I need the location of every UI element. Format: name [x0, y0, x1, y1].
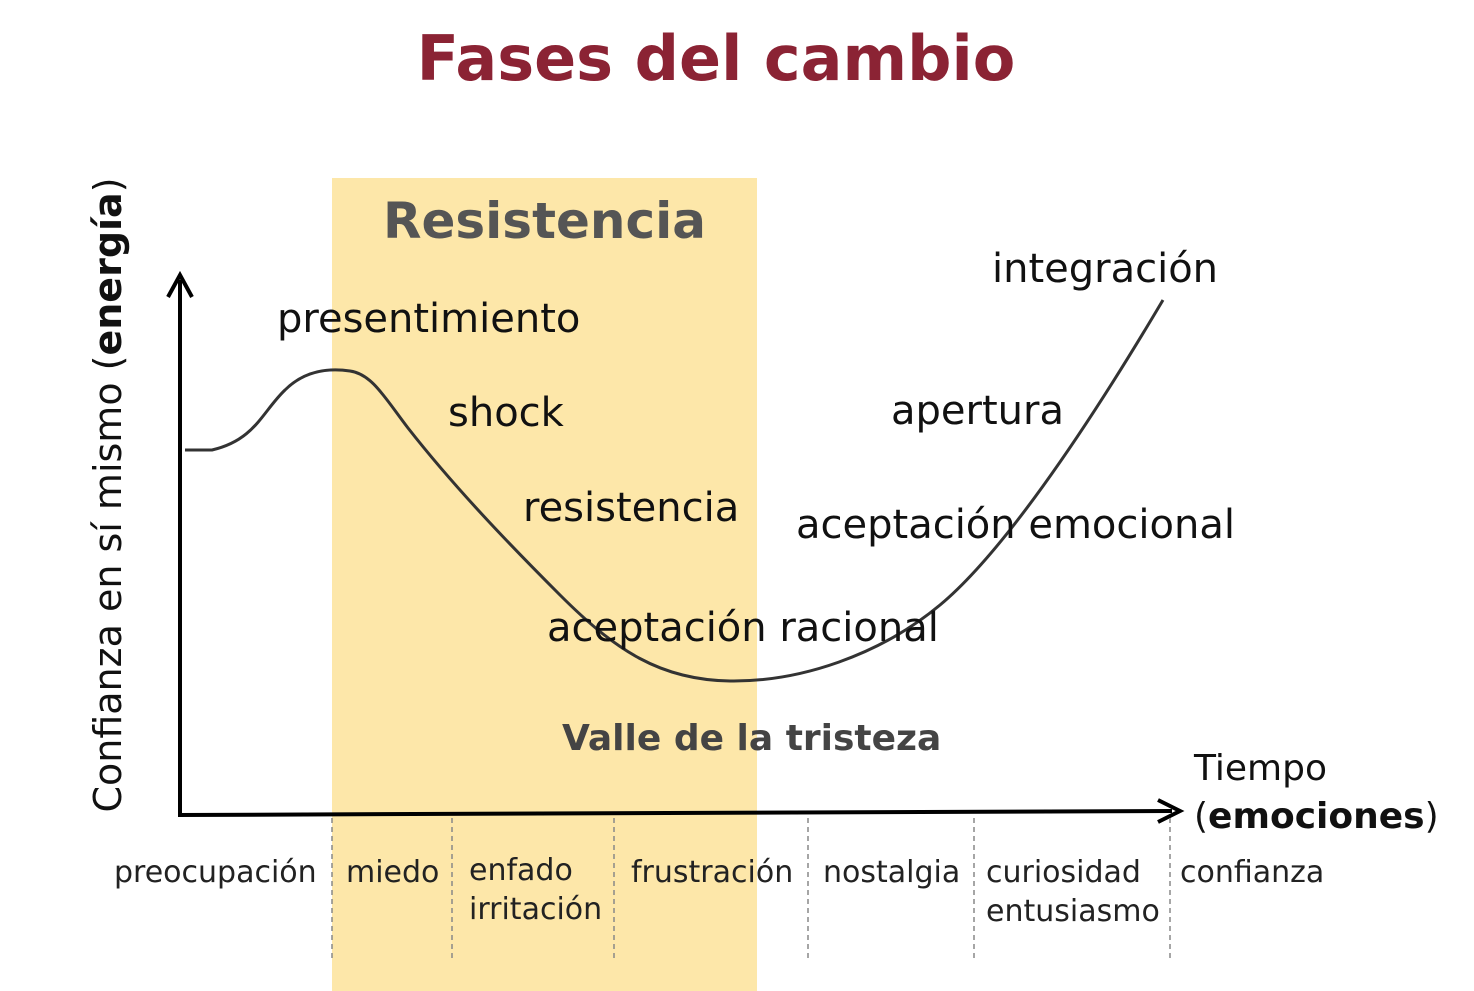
change-curve — [185, 299, 1165, 683]
emotion-label: miedo — [346, 855, 440, 890]
x-axis-label-line2: (emociones) — [1194, 796, 1439, 837]
resistance-band-title: Resistencia — [383, 192, 706, 250]
x-axis-label: Tiempo (emociones) — [1194, 745, 1439, 841]
y-axis-arrow-icon — [166, 270, 194, 298]
x-axis-line — [177, 809, 1173, 817]
emotion-label: preocupación — [114, 855, 317, 890]
stage-shock: shock — [448, 390, 564, 436]
stage-aceptacion-emocional: aceptación emocional — [796, 502, 1235, 548]
stage-aceptacion-racional: aceptación racional — [547, 605, 939, 651]
stage-apertura: apertura — [891, 388, 1064, 434]
x-axis-label-line1: Tiempo — [1194, 748, 1327, 789]
y-axis-label: Confianza en sí mismo (energía) — [86, 177, 130, 813]
stage-presentimiento: presentimiento — [277, 296, 581, 342]
emotion-label: frustración — [631, 855, 794, 890]
valley-label: Valle de la tristeza — [562, 718, 942, 759]
emotion-label: nostalgia — [823, 855, 961, 890]
resistance-phase-band — [332, 178, 757, 991]
stage-integracion: integración — [992, 246, 1219, 292]
x-axis-arrow-icon — [1157, 798, 1185, 824]
page-title: Fases del cambio — [416, 22, 1016, 95]
emotion-label: confianza — [1180, 855, 1325, 890]
stage-resistencia: resistencia — [523, 485, 740, 531]
